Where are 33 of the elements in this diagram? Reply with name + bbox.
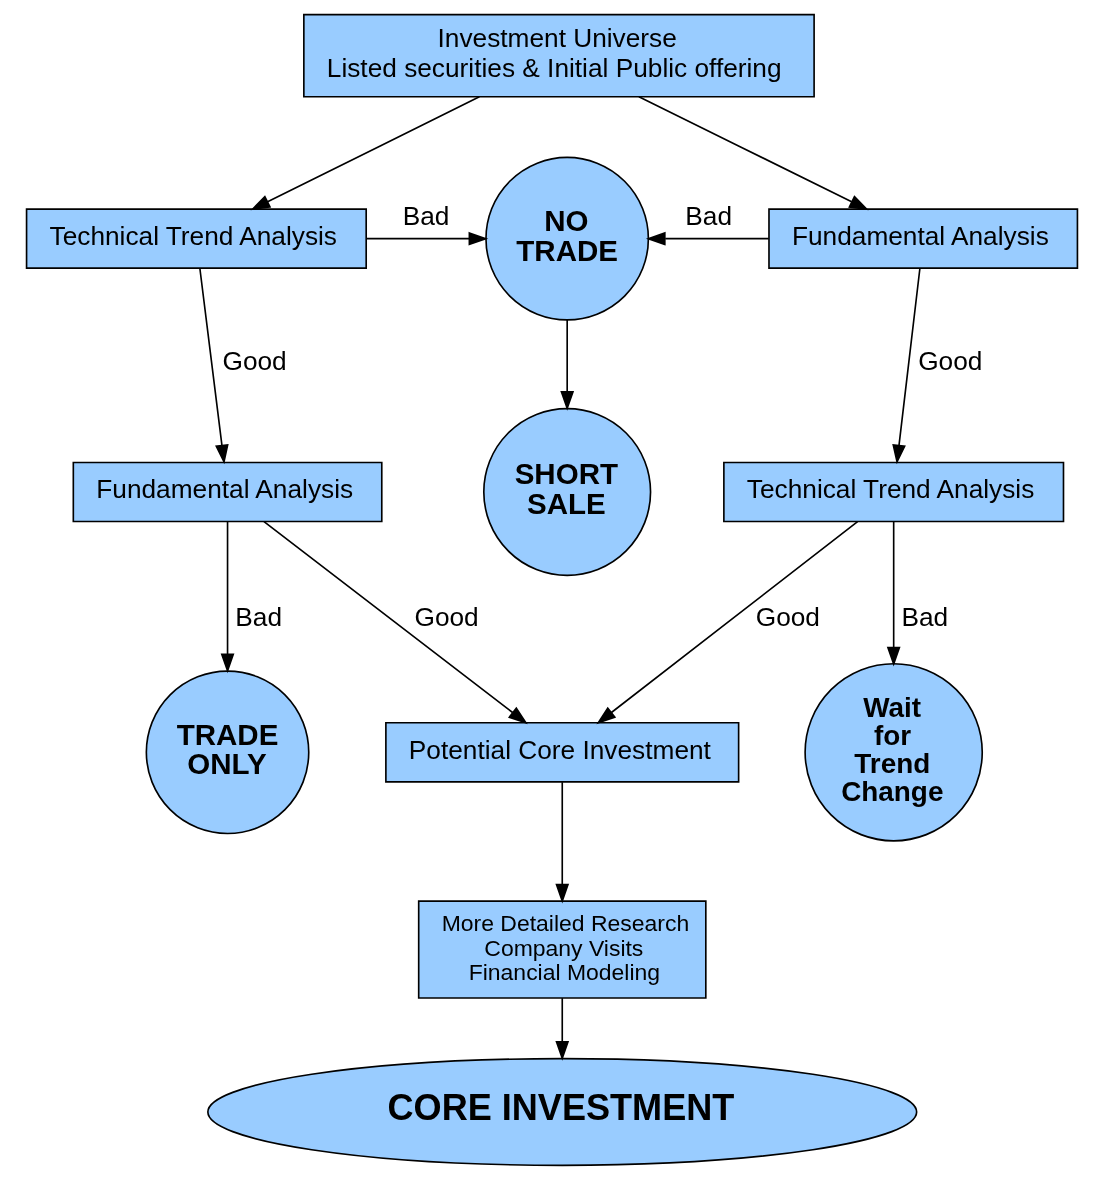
arrow: [365, 231, 488, 246]
node-ellipse: CORE INVESTMENT: [206, 1057, 917, 1167]
arrow: [645, 231, 770, 246]
arrow: [595, 520, 858, 725]
node-box: Fundamental Analysis: [72, 461, 383, 523]
arrow: [198, 267, 229, 465]
node-box: More Detailed Research Company Visits Financial Modeling: [417, 900, 707, 999]
edge-label: Good: [917, 346, 982, 377]
arrow: [250, 95, 480, 211]
edge-label: Bad: [234, 602, 282, 633]
node-box: Potential Core Investment: [384, 721, 739, 783]
edge-label: Bad: [684, 201, 732, 232]
node-box: Fundamental Analysis: [767, 208, 1078, 269]
arrow: [554, 997, 569, 1061]
node-circle: NO TRADE: [484, 156, 649, 321]
node-circle: Wait for Trend Change: [803, 662, 983, 842]
arrow: [220, 520, 234, 674]
node-box: Technical Trend Analysis: [722, 461, 1064, 523]
node-box: Technical Trend Analysis: [25, 208, 367, 269]
edge-label: Good: [755, 602, 820, 633]
node-circle: SHORT SALE: [482, 407, 651, 577]
node-box: Investment Universe Listed securities & Initial Public offering: [302, 13, 815, 98]
node-circle: TRADE ONLY: [145, 670, 310, 835]
edge-label: Bad: [402, 201, 449, 232]
edge-label: Good: [222, 346, 287, 377]
edge-label: Good: [413, 602, 479, 633]
arrow: [891, 267, 921, 465]
edge-label: Bad: [900, 602, 948, 633]
arrow: [886, 520, 901, 667]
arrow: [559, 319, 574, 411]
arrow: [637, 95, 869, 211]
arrow: [554, 781, 569, 904]
arrow: [262, 520, 528, 725]
